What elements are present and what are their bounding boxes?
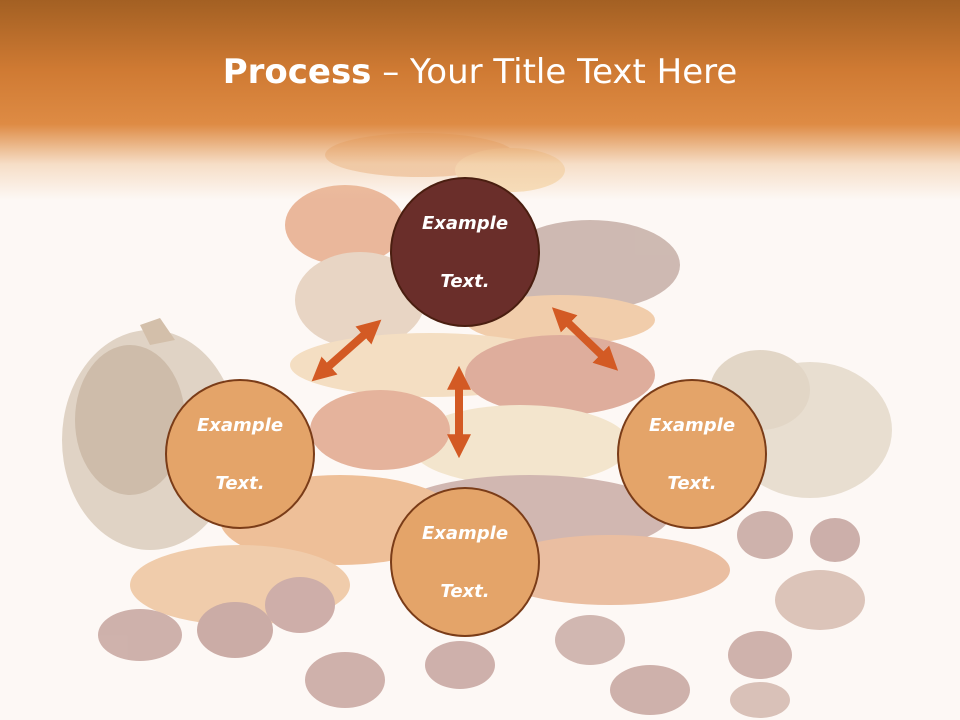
- node-right-line1: Example: [648, 414, 736, 436]
- node-top-line2: Text.: [440, 270, 490, 292]
- title-bold: Process: [222, 52, 372, 92]
- node-top-line1: Example: [421, 212, 509, 234]
- node-left-line1: Example: [196, 414, 284, 436]
- node-right-line2: Text.: [667, 472, 717, 494]
- title-band: [0, 0, 960, 200]
- node-left-line2: Text.: [215, 472, 265, 494]
- title-rest: – Your Title Text Here: [371, 52, 738, 92]
- slide-title: Process – Your Title Text Here: [0, 52, 960, 92]
- node-bottom-line2: Text.: [440, 580, 490, 602]
- node-bottom-line1: Example: [421, 522, 509, 544]
